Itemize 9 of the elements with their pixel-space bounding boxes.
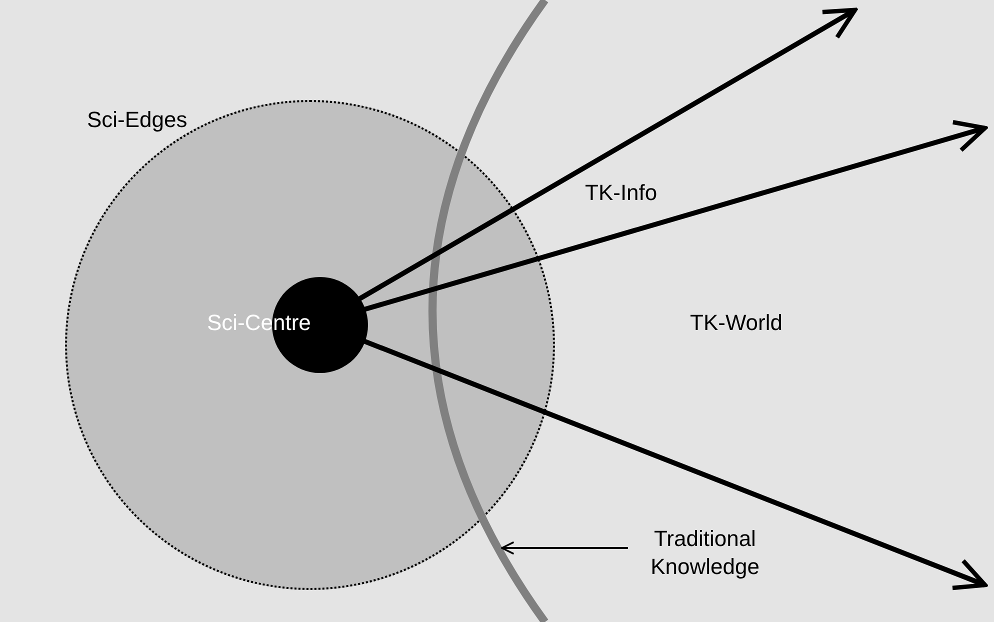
boundary-curve xyxy=(428,0,548,622)
note-text: Traditional Knowledge xyxy=(630,525,780,581)
region-label: TK-World xyxy=(690,310,782,336)
arrow xyxy=(358,8,858,301)
region-label: TK-Info xyxy=(585,180,658,206)
leader-arrow xyxy=(501,541,628,555)
arrow xyxy=(362,338,988,590)
arrow xyxy=(363,120,988,312)
zone-label: Sci-Edges xyxy=(87,107,188,133)
